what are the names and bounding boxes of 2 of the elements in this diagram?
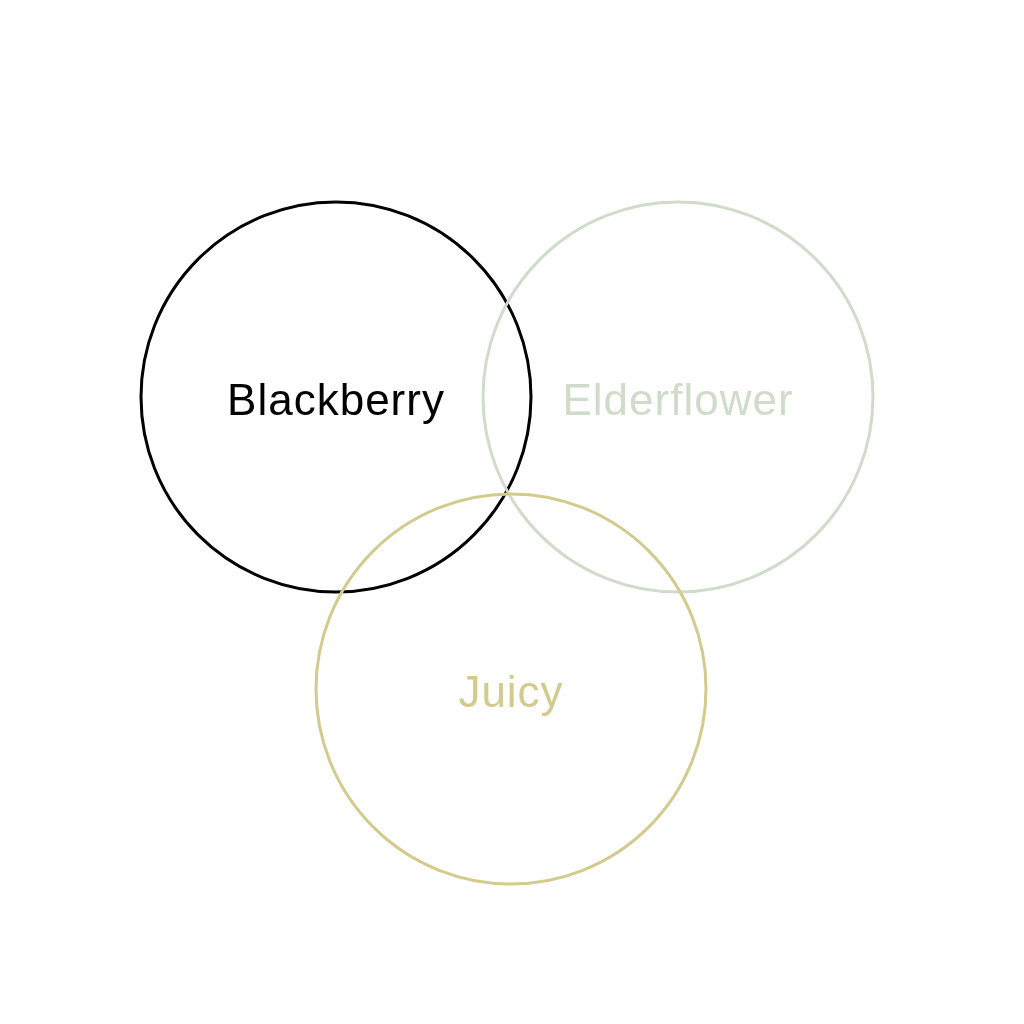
set-label: Juicy	[458, 667, 564, 717]
set-label: Blackberry	[227, 375, 445, 425]
